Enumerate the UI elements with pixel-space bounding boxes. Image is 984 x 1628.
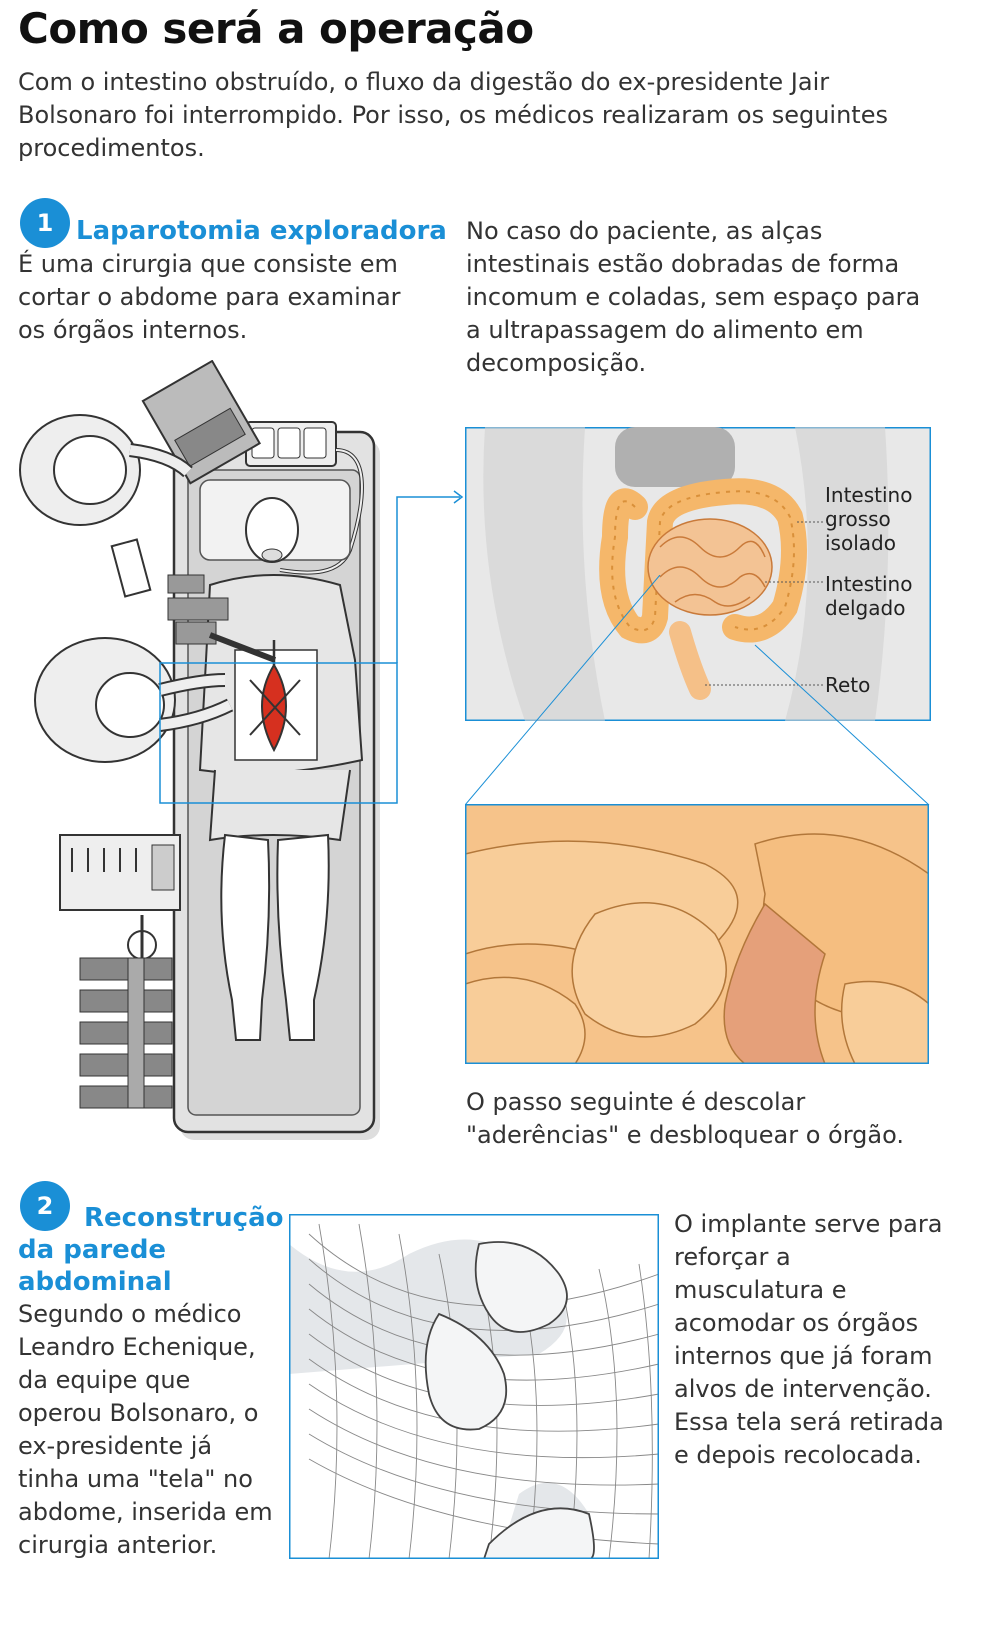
step-1-note: No caso do paciente, as alças intestinai…	[466, 217, 921, 377]
step-1-badge: 1	[20, 198, 70, 248]
zoom-lines	[465, 575, 930, 806]
step-1-title: Laparotomia exploradora	[76, 216, 447, 246]
step-2-title-line-2: da parede	[18, 1235, 167, 1265]
adhesions-closeup	[465, 804, 929, 1064]
surgery-illustration	[19, 360, 464, 1140]
step-2-badge: 2	[20, 1181, 70, 1231]
page-title: Como será a operação	[18, 4, 534, 53]
intestine-panel	[465, 427, 931, 721]
label-large-intestine: Intestino grosso isolado	[825, 483, 913, 555]
step-2-note: O implante serve para reforçar a muscula…	[674, 1210, 944, 1469]
label-small-intestine: Intestino delgado	[825, 572, 913, 620]
mesh-illustration	[289, 1214, 659, 1559]
step-2-description: Segundo o médico Leandro Echenique, da e…	[18, 1300, 273, 1559]
intro-text: Com o intestino obstruído, o fluxo da di…	[18, 68, 888, 162]
step-2-title-line-3: abdominal	[18, 1267, 172, 1297]
label-rectum: Reto	[825, 673, 871, 697]
step-1-description: É uma cirurgia que consiste em cortar o …	[18, 250, 401, 344]
step-2-title-line-1: Reconstrução	[84, 1203, 284, 1233]
step-1-next-step: O passo seguinte é descolar "aderências"…	[466, 1088, 904, 1149]
